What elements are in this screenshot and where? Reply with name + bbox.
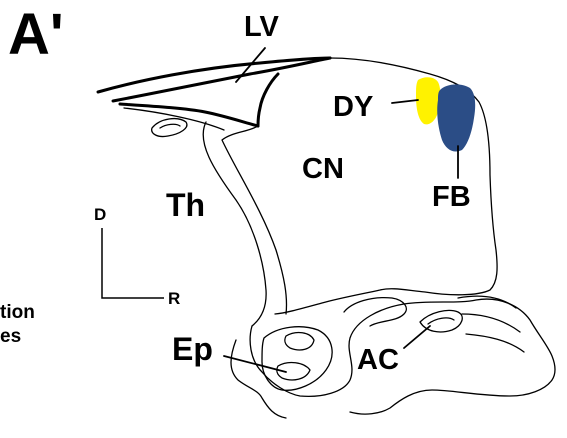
dy-injection-site	[416, 77, 440, 124]
ac-label: AC	[357, 344, 399, 376]
lateral-ventricle-outline	[98, 58, 330, 92]
ac-region-outline	[250, 299, 555, 414]
fb-injection-site	[437, 84, 475, 151]
dy-label: DY	[333, 91, 373, 123]
anterior-commissure-inner	[428, 318, 454, 324]
lateral-ventricle-lower-wall	[120, 104, 258, 126]
ac-ridge-mid	[462, 314, 520, 332]
ac-leader-line	[404, 326, 430, 348]
ac-ridge-lower	[466, 334, 524, 352]
orientation-dorsal-label: D	[94, 205, 106, 224]
ep-inner-loop-1	[285, 333, 314, 350]
ac-ridge-upper	[458, 296, 516, 308]
cn-label: CN	[302, 153, 344, 185]
fb-label: FB	[432, 181, 471, 213]
ep-label: Ep	[172, 331, 213, 367]
left-edge-fragment-1: tion	[0, 302, 35, 323]
th-label: Th	[166, 187, 205, 223]
orientation-rostral-label: R	[168, 289, 180, 308]
small-oval-structure	[152, 119, 187, 137]
dy-leader-line	[392, 100, 418, 103]
lower-left-boundary	[231, 340, 286, 418]
ep-region-outline	[262, 327, 332, 391]
ep-leader-line	[224, 356, 286, 372]
internal-capsule-boundary-inner	[203, 122, 266, 326]
ac-body-outline	[344, 298, 406, 326]
internal-capsule-boundary-outer	[222, 126, 287, 314]
lateral-ventricle-caudate-wall	[258, 74, 278, 126]
left-edge-fragment-2: es	[0, 326, 21, 347]
orientation-axes	[102, 228, 164, 298]
lv-label: LV	[244, 11, 280, 43]
panel-label: A'	[8, 2, 64, 67]
small-oval-inner	[160, 124, 180, 128]
